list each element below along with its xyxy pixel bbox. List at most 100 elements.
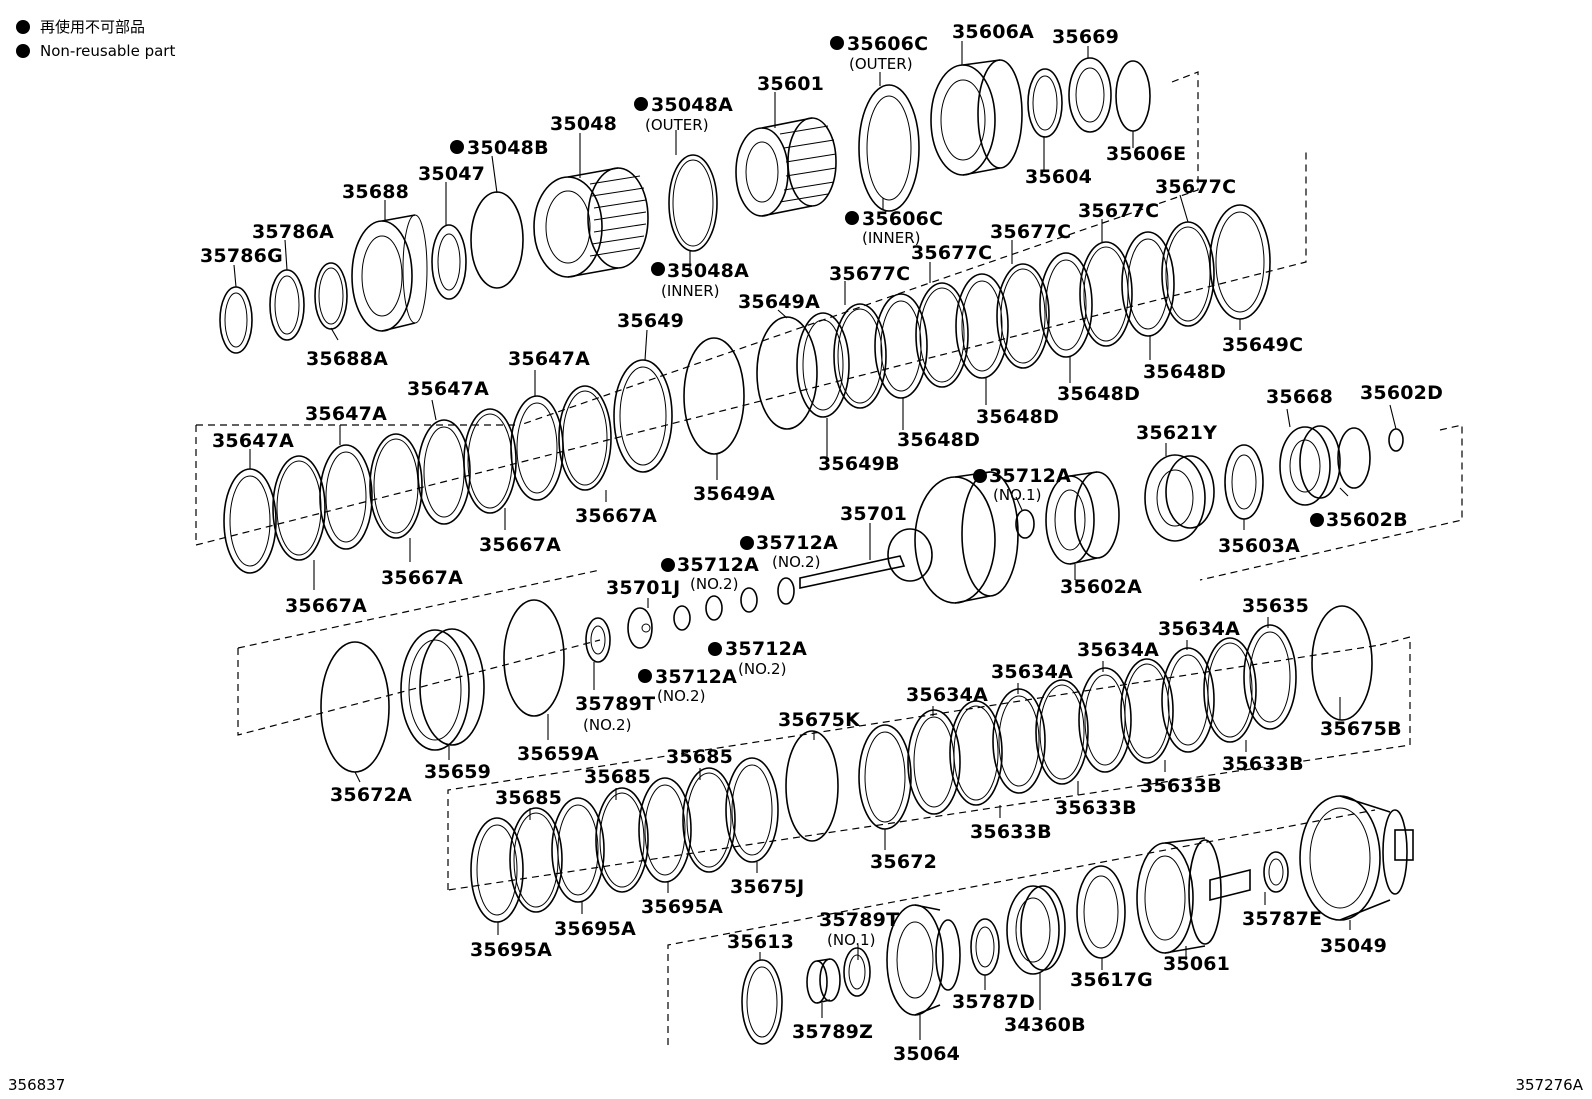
- plate-35648D-3: [1039, 252, 1093, 358]
- plate-35685-3: [682, 767, 736, 873]
- part-35659: [400, 628, 485, 751]
- label-35061: 35061: [1163, 953, 1230, 975]
- plate-35647A-1: [223, 468, 277, 574]
- part-35048: [533, 167, 649, 278]
- label-35635: 35635: [1242, 595, 1309, 617]
- row5-parts: [785, 605, 1373, 842]
- label-35048: 35048: [550, 113, 617, 135]
- plate-35667A-4: [558, 385, 612, 491]
- label-35672A: 35672A: [330, 784, 412, 806]
- part-35621Y: [1144, 454, 1215, 542]
- plate-35695A-1: [470, 817, 524, 923]
- label-35602D: 35602D: [1360, 382, 1443, 404]
- label-34360B: 34360B: [1004, 1014, 1086, 1036]
- plate-35675K: [785, 730, 839, 842]
- part-35712A-no2: [777, 577, 795, 605]
- label-35712A-no2d-sub: (NO.2): [657, 687, 705, 705]
- label-35647A-1: 35647A: [508, 348, 590, 370]
- label-35789Z: 35789Z: [792, 1021, 873, 1043]
- group-outline-row1: [519, 71, 1199, 426]
- group-outline-row6: [667, 809, 1376, 1045]
- label-35712A-no2a: 35712A: [756, 532, 838, 554]
- part-35606A: [930, 59, 1023, 176]
- row6-parts: [470, 757, 779, 923]
- label-35677C-3: 35677C: [990, 221, 1071, 243]
- label-35659A: 35659A: [517, 743, 599, 765]
- non-reusable-bullet-icon: [450, 140, 464, 154]
- label-35789T-no1-sub: (NO.1): [827, 931, 875, 949]
- part-35603A: [1224, 444, 1264, 520]
- non-reusable-bullet-icon: [634, 97, 648, 111]
- label-35667A-2: 35667A: [479, 534, 561, 556]
- label-35633B-1: 35633B: [1222, 753, 1304, 775]
- label-35677C-4: 35677C: [911, 242, 992, 264]
- label-35606C-outer: 35606C: [847, 33, 928, 55]
- label-35606C-inner-sub: (INNER): [862, 229, 920, 247]
- group-outlines: [195, 71, 1463, 1045]
- label-35712A-no2c-sub: (NO.2): [738, 660, 786, 678]
- label-35606A: 35606A: [952, 21, 1034, 43]
- label-35685-2: 35685: [584, 766, 651, 788]
- label-35672: 35672: [870, 851, 937, 873]
- non-reusable-bullet-icon: [1310, 513, 1324, 527]
- label-35602B: 35602B: [1326, 509, 1408, 531]
- plate-35667A-1: [272, 455, 326, 561]
- label-35789T-no1: 35789T: [819, 909, 899, 931]
- label-35049: 35049: [1320, 935, 1387, 957]
- part-35602B: [1337, 427, 1371, 489]
- label-35712A-no2a-sub: (NO.2): [772, 553, 820, 571]
- label-35647A-2: 35647A: [407, 378, 489, 400]
- label-35606C-outer-sub: (OUTER): [849, 55, 913, 73]
- plate-35649B: [796, 312, 850, 418]
- label-35634A-2: 35634A: [1077, 639, 1159, 661]
- label-35606E: 35606E: [1106, 143, 1186, 165]
- plate-35647A-4: [510, 395, 564, 501]
- plate-35633B-4: [1203, 637, 1257, 743]
- row7-parts: [741, 795, 1414, 1045]
- label-35667A-1: 35667A: [575, 505, 657, 527]
- label-35789T-no2: 35789T: [575, 693, 655, 715]
- label-35613: 35613: [727, 931, 794, 953]
- label-35617G: 35617G: [1070, 969, 1153, 991]
- part-35659A: [503, 599, 565, 717]
- plate-35633B-2: [1035, 679, 1089, 785]
- label-35603A: 35603A: [1218, 535, 1300, 557]
- snap-ring-35649A: [683, 337, 745, 455]
- plate-35649: [613, 359, 673, 473]
- legend-bullet-icon: [16, 20, 30, 34]
- label-35701: 35701: [840, 503, 907, 525]
- non-reusable-bullet-icon: [740, 536, 754, 550]
- part-35602D: [1388, 428, 1404, 452]
- non-reusable-bullet-icon: [708, 642, 722, 656]
- plate-35677C-4: [1079, 241, 1133, 347]
- plate-35677C-2: [915, 282, 969, 388]
- label-35647A-4: 35647A: [212, 430, 294, 452]
- leader-lines: [233, 41, 1397, 1040]
- legend: 再使用不可部品 Non-reusable part: [16, 18, 175, 60]
- label-35649A-top: 35649A: [738, 291, 820, 313]
- label-35786A: 35786A: [252, 221, 334, 243]
- plate-35649C: [1209, 204, 1271, 320]
- label-35047: 35047: [418, 163, 485, 185]
- group-outline-row4b: [237, 569, 601, 649]
- part-35669: [1068, 57, 1112, 133]
- group-outline-row5: [447, 636, 1411, 891]
- label-35688A: 35688A: [306, 348, 388, 370]
- snap-ring-35675B: [1311, 605, 1373, 721]
- label-35685-3: 35685: [495, 787, 562, 809]
- snap-ring-35649A-top: [756, 316, 818, 430]
- plate-35672: [858, 724, 912, 830]
- legend-jp: 再使用不可部品: [40, 18, 145, 36]
- plate-35634A-3: [1078, 667, 1132, 773]
- part-35617G: [1076, 865, 1126, 959]
- group-outline-row4: [237, 639, 601, 736]
- footer: 356837 357276A: [8, 1076, 1584, 1094]
- label-35659: 35659: [424, 761, 491, 783]
- part-35048A-inner: [668, 154, 718, 252]
- label-35675J: 35675J: [730, 876, 804, 898]
- plate-35675J: [725, 757, 779, 863]
- label-35048A-inner-sub: (INNER): [661, 282, 719, 300]
- label-35712A-no2b: 35712A: [677, 554, 759, 576]
- label-35786G: 35786G: [200, 245, 283, 267]
